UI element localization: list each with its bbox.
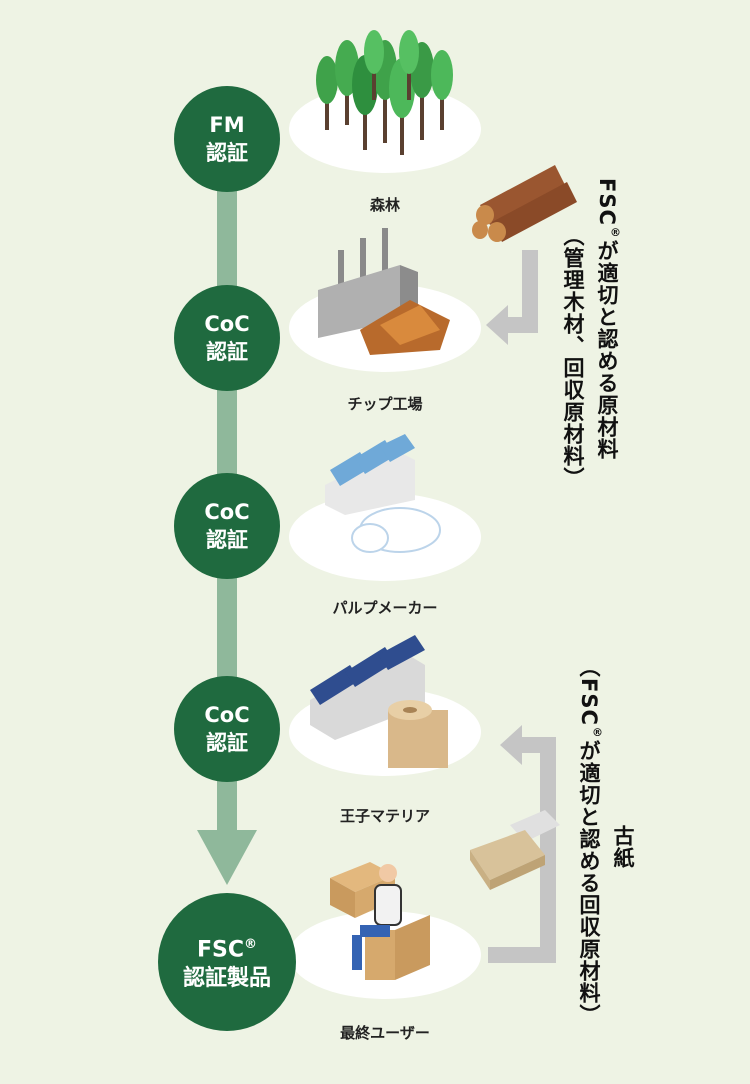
badge-coc-oji-line1: CoC — [204, 703, 250, 727]
label-oji-materia: 王子マテリア — [339, 807, 430, 825]
badge-coc-pulp: CoC 認証 — [174, 473, 280, 579]
annotation-top-paren: （管理木材、回収原材料） — [561, 225, 585, 489]
annotation-bottom-paren-a: （FSC — [577, 656, 601, 726]
annotation-bottom-paren: （FSC®が適切と認める回収原材料） — [574, 656, 604, 1026]
badge-fsc-line1: FSC® — [197, 931, 257, 964]
badge-coc-oji: CoC 認証 — [174, 676, 280, 782]
label-pulp-maker: パルプメーカー — [332, 599, 438, 617]
badge-fm-line2: 認証 — [206, 141, 248, 165]
logs-icon — [472, 165, 577, 242]
badge-fm-line1: FM — [209, 113, 245, 137]
gray-arrow-top — [500, 250, 538, 333]
label-chip-factory: チップ工場 — [347, 395, 423, 413]
badge-fsc-line2: 認証製品 — [182, 965, 271, 991]
flow-arrow-head — [197, 830, 257, 885]
annotation-top-rest: が適切と認める原材料 — [595, 239, 619, 460]
badge-fm: FM 認証 — [174, 86, 280, 192]
gray-arrow-bottom — [488, 737, 556, 963]
badge-fsc-product: FSC® 認証製品 — [158, 893, 296, 1031]
waste-paper-icon — [470, 810, 560, 890]
badge-coc-pulp-line1: CoC — [204, 500, 250, 524]
badge-coc-oji-line2: 認証 — [206, 731, 248, 755]
forest-icon — [316, 30, 453, 155]
annotation-top-fsc: FSC — [595, 178, 619, 226]
annotation-bottom-mark: ® — [591, 725, 604, 740]
badge-coc-pulp-line2: 認証 — [206, 528, 248, 552]
badge-coc-chip-line2: 認証 — [206, 340, 248, 364]
annotation-top-main: FSC®が適切と認める原材料 — [592, 178, 622, 460]
annotation-bottom-paren-b: が適切と認める回収原材料） — [577, 739, 601, 1026]
annotation-top-mark: ® — [609, 225, 622, 240]
label-forest: 森林 — [369, 196, 400, 214]
pulp-factory-icon — [325, 434, 441, 553]
gray-arrow-bottom-head — [500, 725, 522, 765]
annotation-bottom-main: 古紙 — [611, 825, 635, 869]
label-end-user: 最終ユーザー — [340, 1024, 430, 1042]
badge-coc-chip: CoC 認証 — [174, 285, 280, 391]
badge-fsc-mark: ® — [244, 937, 258, 953]
badge-fsc-text: FSC — [196, 937, 245, 963]
gray-arrow-top-head — [486, 305, 508, 345]
end-user-icon — [330, 862, 430, 980]
badge-coc-chip-line1: CoC — [204, 312, 250, 336]
chip-factory-icon — [318, 228, 450, 355]
paper-mill-icon — [310, 635, 448, 768]
